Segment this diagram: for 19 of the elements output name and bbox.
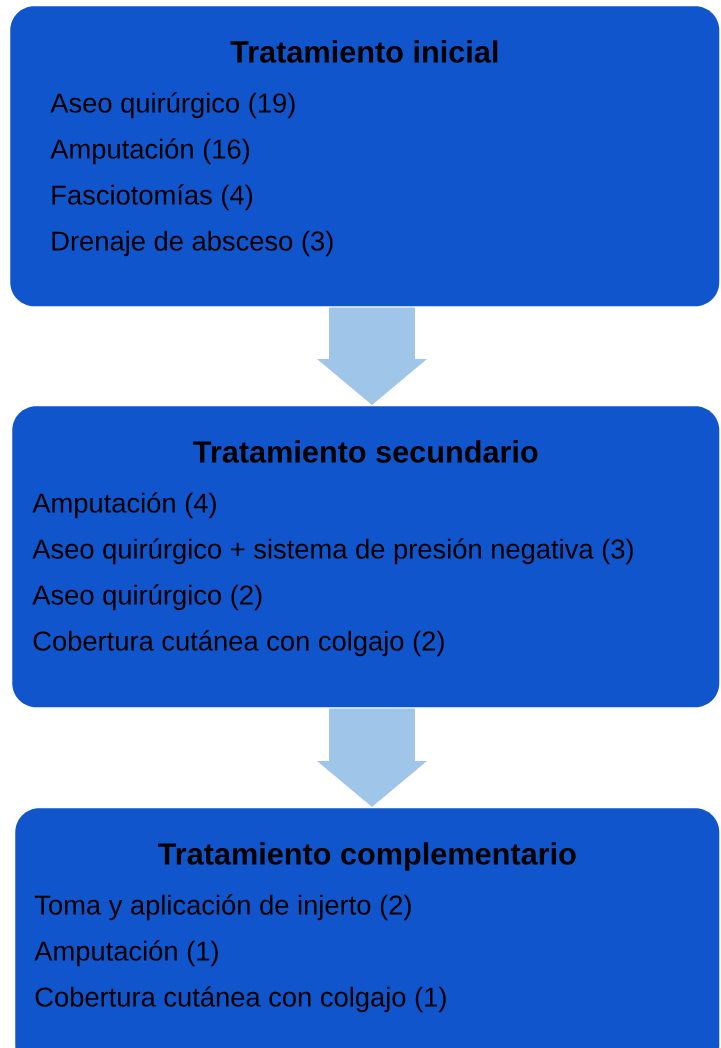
list-item: Aseo quirúrgico (19) xyxy=(50,92,295,119)
list-item: Amputación (16) xyxy=(50,138,250,165)
list-item: Cobertura cutánea con colgajo (2) xyxy=(33,630,444,657)
block-arrow xyxy=(317,307,427,405)
list-item: Cobertura cutánea con colgajo (1) xyxy=(35,986,446,1013)
heading: Tratamiento secundario xyxy=(193,440,538,463)
block-arrow xyxy=(317,708,427,807)
process-box xyxy=(15,808,720,1048)
list-item: Fasciotomías (4) xyxy=(52,184,253,211)
heading: Tratamiento complementario xyxy=(158,842,576,871)
list-item: Amputación (1) xyxy=(34,940,218,967)
list-item: Amputación (4) xyxy=(32,492,216,519)
process-box xyxy=(12,406,720,708)
heading: Tratamiento inicial xyxy=(230,40,498,63)
list-item: Drenaje de absceso (3) xyxy=(52,230,333,257)
process-box xyxy=(10,6,720,307)
list-item: Aseo quirúrgico (2) xyxy=(32,584,262,611)
list-item: Toma y aplicación de injerto (2) xyxy=(34,894,411,921)
list-item: Aseo quirúrgico + sistema de presión negativa (3) xyxy=(32,538,633,565)
